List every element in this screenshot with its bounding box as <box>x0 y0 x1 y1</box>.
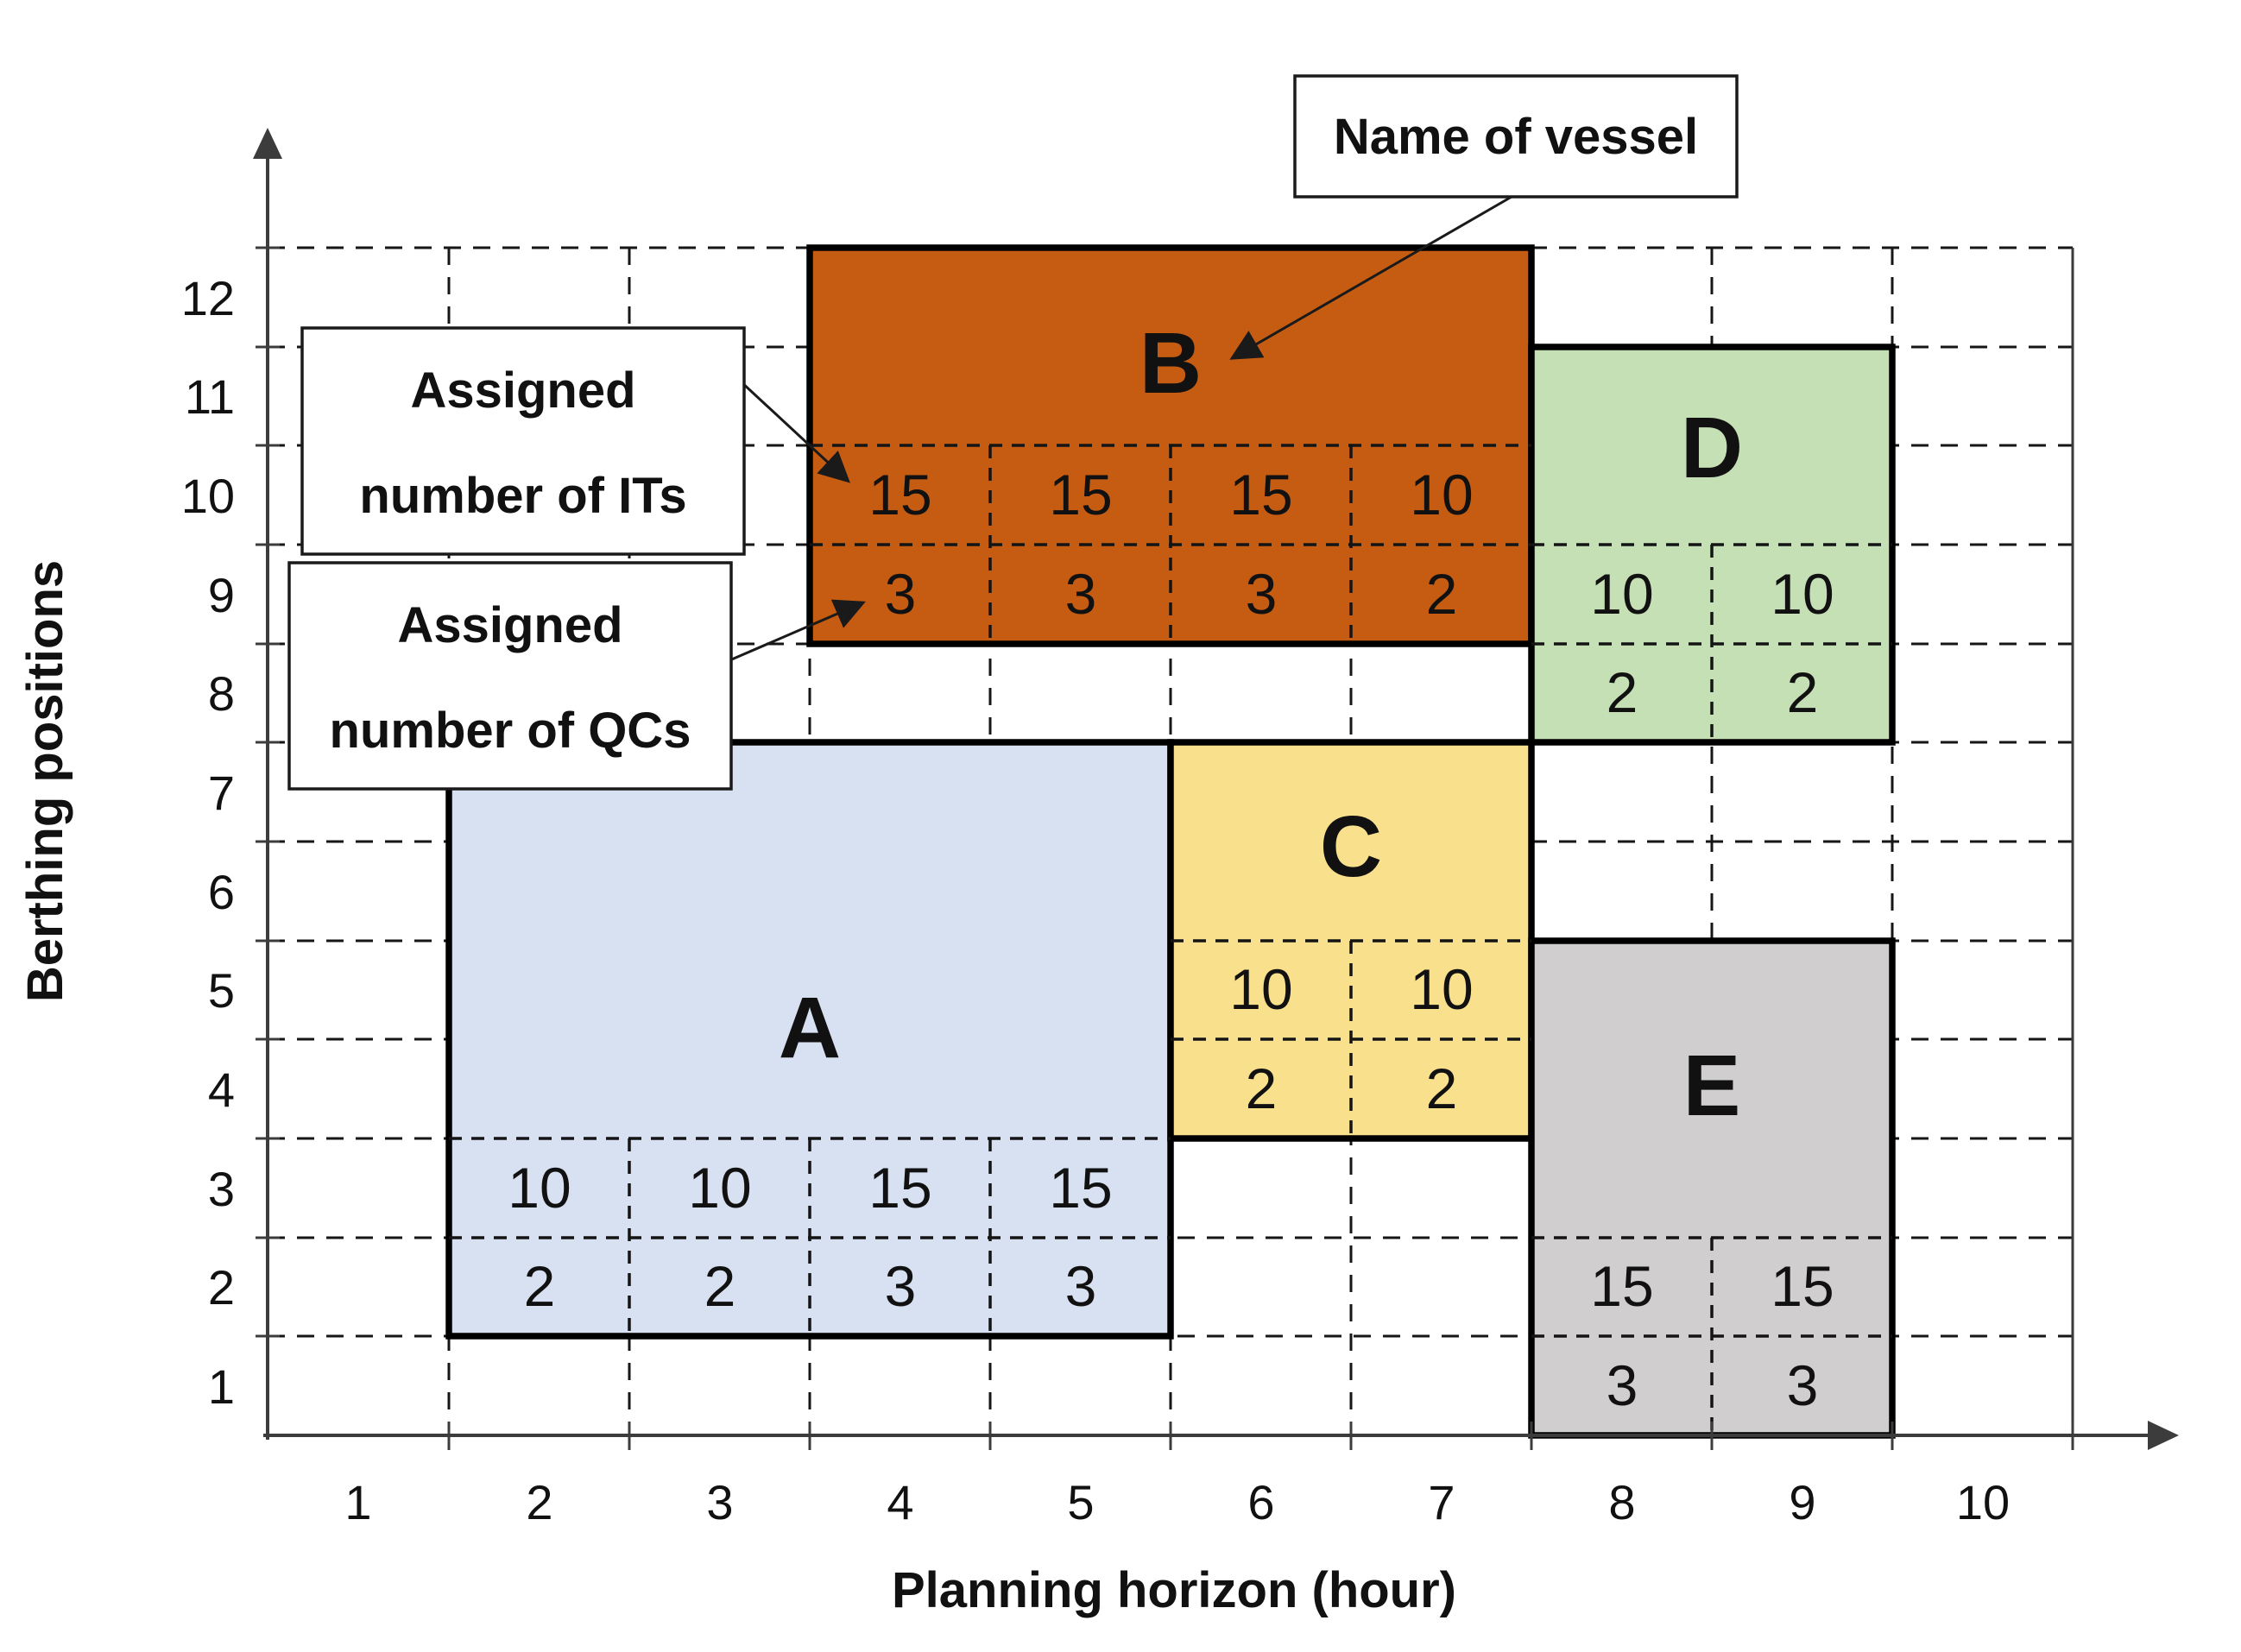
it-cell: 10 <box>688 1156 751 1220</box>
its-arrow <box>739 380 850 483</box>
its-callout-box <box>300 326 746 556</box>
x-tick-label: 8 <box>1608 1475 1635 1529</box>
it-cell: 10 <box>1410 957 1473 1021</box>
y-axis-tick-labels: 12 11 10 9 8 7 6 5 4 3 2 1 <box>181 271 235 1414</box>
qc-cell: 3 <box>1607 1353 1638 1417</box>
vessel-b-label: B <box>1139 315 1202 412</box>
x-axis-ticks <box>447 1422 2074 1450</box>
qc-cell: 3 <box>1065 562 1097 626</box>
vessel-name-callout-label: Name of vessel <box>1334 109 1698 165</box>
it-cell: 10 <box>1771 562 1834 626</box>
x-tick-label: 4 <box>887 1475 913 1529</box>
vessel-d-numbers: 10 10 2 2 <box>1590 562 1834 724</box>
x-tick-label: 3 <box>706 1475 733 1529</box>
y-axis-arrow-icon <box>253 128 282 159</box>
vessel-c-cell-lines <box>1171 939 1531 1138</box>
it-cell: 15 <box>1771 1254 1834 1318</box>
it-cell: 10 <box>1410 463 1473 526</box>
vessel-a-cell-lines <box>449 1137 1171 1336</box>
vessel-e-numbers: 15 15 3 3 <box>1590 1254 1834 1417</box>
it-cell: 10 <box>1229 957 1292 1021</box>
qc-cell: 2 <box>524 1254 556 1318</box>
its-callout-line1: Assigned <box>410 363 635 419</box>
x-tick-label: 5 <box>1067 1475 1094 1529</box>
y-tick-label: 9 <box>208 568 235 622</box>
vessel-name-arrow <box>1229 195 1512 360</box>
vessel-a-label: A <box>779 980 841 1076</box>
x-tick-label: 1 <box>344 1475 371 1529</box>
qcs-callout-box <box>287 561 733 791</box>
it-cell: 15 <box>868 1156 931 1220</box>
y-tick-label: 6 <box>208 865 235 919</box>
vessel-e-label: E <box>1683 1037 1741 1134</box>
its-callout-line2: number of ITs <box>359 468 686 524</box>
vessel-c-label: C <box>1320 798 1382 895</box>
x-axis-tick-labels: 1 2 3 4 5 6 7 8 9 10 <box>344 1475 2010 1529</box>
qc-cell: 2 <box>1246 1056 1278 1120</box>
y-tick-label: 7 <box>208 766 235 820</box>
y-tick-label: 3 <box>208 1162 235 1216</box>
qc-cell: 3 <box>1787 1353 1819 1417</box>
vessel-a-numbers: 10 10 15 15 2 2 3 3 <box>508 1156 1112 1318</box>
qc-cell: 2 <box>1787 660 1819 724</box>
x-tick-label: 10 <box>1956 1475 2010 1529</box>
it-cell: 15 <box>1049 463 1112 526</box>
vessel-name-callout-box <box>1293 74 1739 199</box>
qcs-callout-line1: Assigned <box>397 597 622 653</box>
it-cell: 10 <box>508 1156 571 1220</box>
vessel-d-cell-lines <box>1531 543 1892 742</box>
x-axis-arrow-icon <box>2148 1421 2179 1450</box>
y-tick-label: 4 <box>208 1062 235 1117</box>
qc-cell: 3 <box>1246 562 1278 626</box>
x-tick-label: 2 <box>526 1475 552 1529</box>
y-tick-label: 5 <box>208 963 235 1018</box>
vessel-e-cell-lines <box>1531 1236 1892 1435</box>
it-cell: 15 <box>868 463 931 526</box>
qcs-arrow <box>727 599 866 663</box>
y-tick-label: 2 <box>208 1260 235 1315</box>
y-axis-title: Berthing positions <box>17 560 73 1002</box>
x-tick-label: 9 <box>1789 1475 1815 1529</box>
y-axis-ticks <box>256 246 280 1338</box>
vessel-c-numbers: 10 10 2 2 <box>1229 957 1473 1120</box>
vessel-d-label: D <box>1681 400 1743 496</box>
qc-cell: 3 <box>885 1254 917 1318</box>
vessel-b-cell-lines <box>810 444 1531 644</box>
qc-cell: 2 <box>704 1254 736 1318</box>
y-tick-label: 1 <box>208 1359 235 1414</box>
y-tick-label: 8 <box>208 666 235 721</box>
it-cell: 15 <box>1229 463 1292 526</box>
x-tick-label: 7 <box>1428 1475 1455 1529</box>
y-tick-label: 11 <box>185 369 235 424</box>
x-tick-label: 6 <box>1247 1475 1274 1529</box>
qc-cell: 3 <box>1065 1254 1097 1318</box>
qc-cell: 2 <box>1426 562 1458 626</box>
vessel-b-numbers: 15 15 15 10 3 3 3 2 <box>868 463 1473 626</box>
qcs-callout-line2: number of QCs <box>330 703 691 759</box>
it-cell: 15 <box>1049 1156 1112 1220</box>
qc-cell: 3 <box>885 562 917 626</box>
it-cell: 10 <box>1590 562 1653 626</box>
qc-cell: 2 <box>1426 1056 1458 1120</box>
x-axis-title: Planning horizon (hour) <box>892 1562 1456 1618</box>
it-cell: 15 <box>1590 1254 1653 1318</box>
qc-cell: 2 <box>1607 660 1638 724</box>
y-tick-label: 10 <box>181 469 235 523</box>
y-tick-label: 12 <box>181 271 235 325</box>
